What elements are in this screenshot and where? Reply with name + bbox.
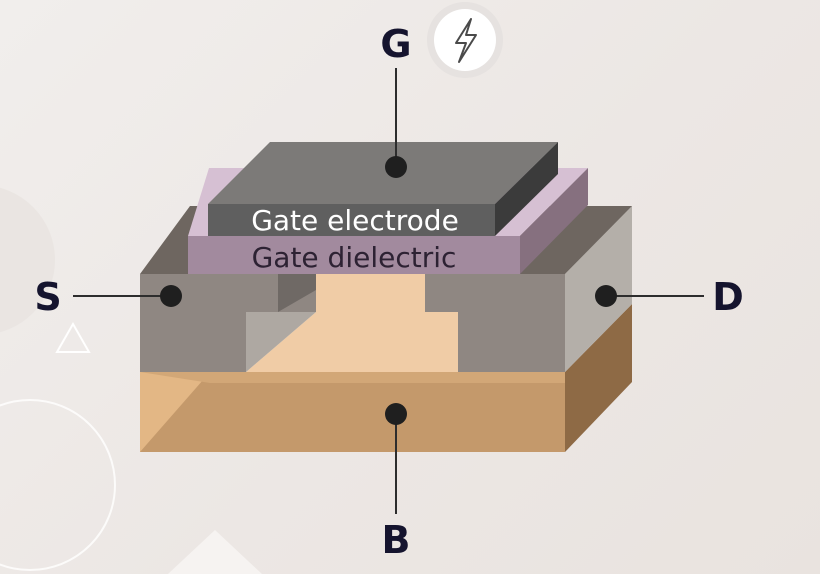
drain-terminal-label: D (712, 275, 744, 319)
terminal-leads (73, 68, 704, 514)
gate-terminal-label: G (380, 22, 411, 66)
substrate (140, 304, 632, 452)
lightning-bolt-icon (427, 2, 503, 78)
gate-electrode-label: Gate electrode (251, 204, 459, 237)
source-region (140, 274, 316, 372)
body-terminal-label: B (382, 518, 411, 562)
gate-dielectric-label: Gate dielectric (252, 241, 457, 274)
gate-contact-dot (385, 156, 407, 178)
contact-dots (160, 156, 617, 425)
source-contact-dot (160, 285, 182, 307)
channel-region (246, 274, 458, 372)
background-decoration (0, 187, 262, 574)
source-terminal-label: S (34, 275, 61, 319)
gate-electrode-layer (208, 142, 558, 236)
body-contact-dot (385, 403, 407, 425)
drain-contact-dot (595, 285, 617, 307)
